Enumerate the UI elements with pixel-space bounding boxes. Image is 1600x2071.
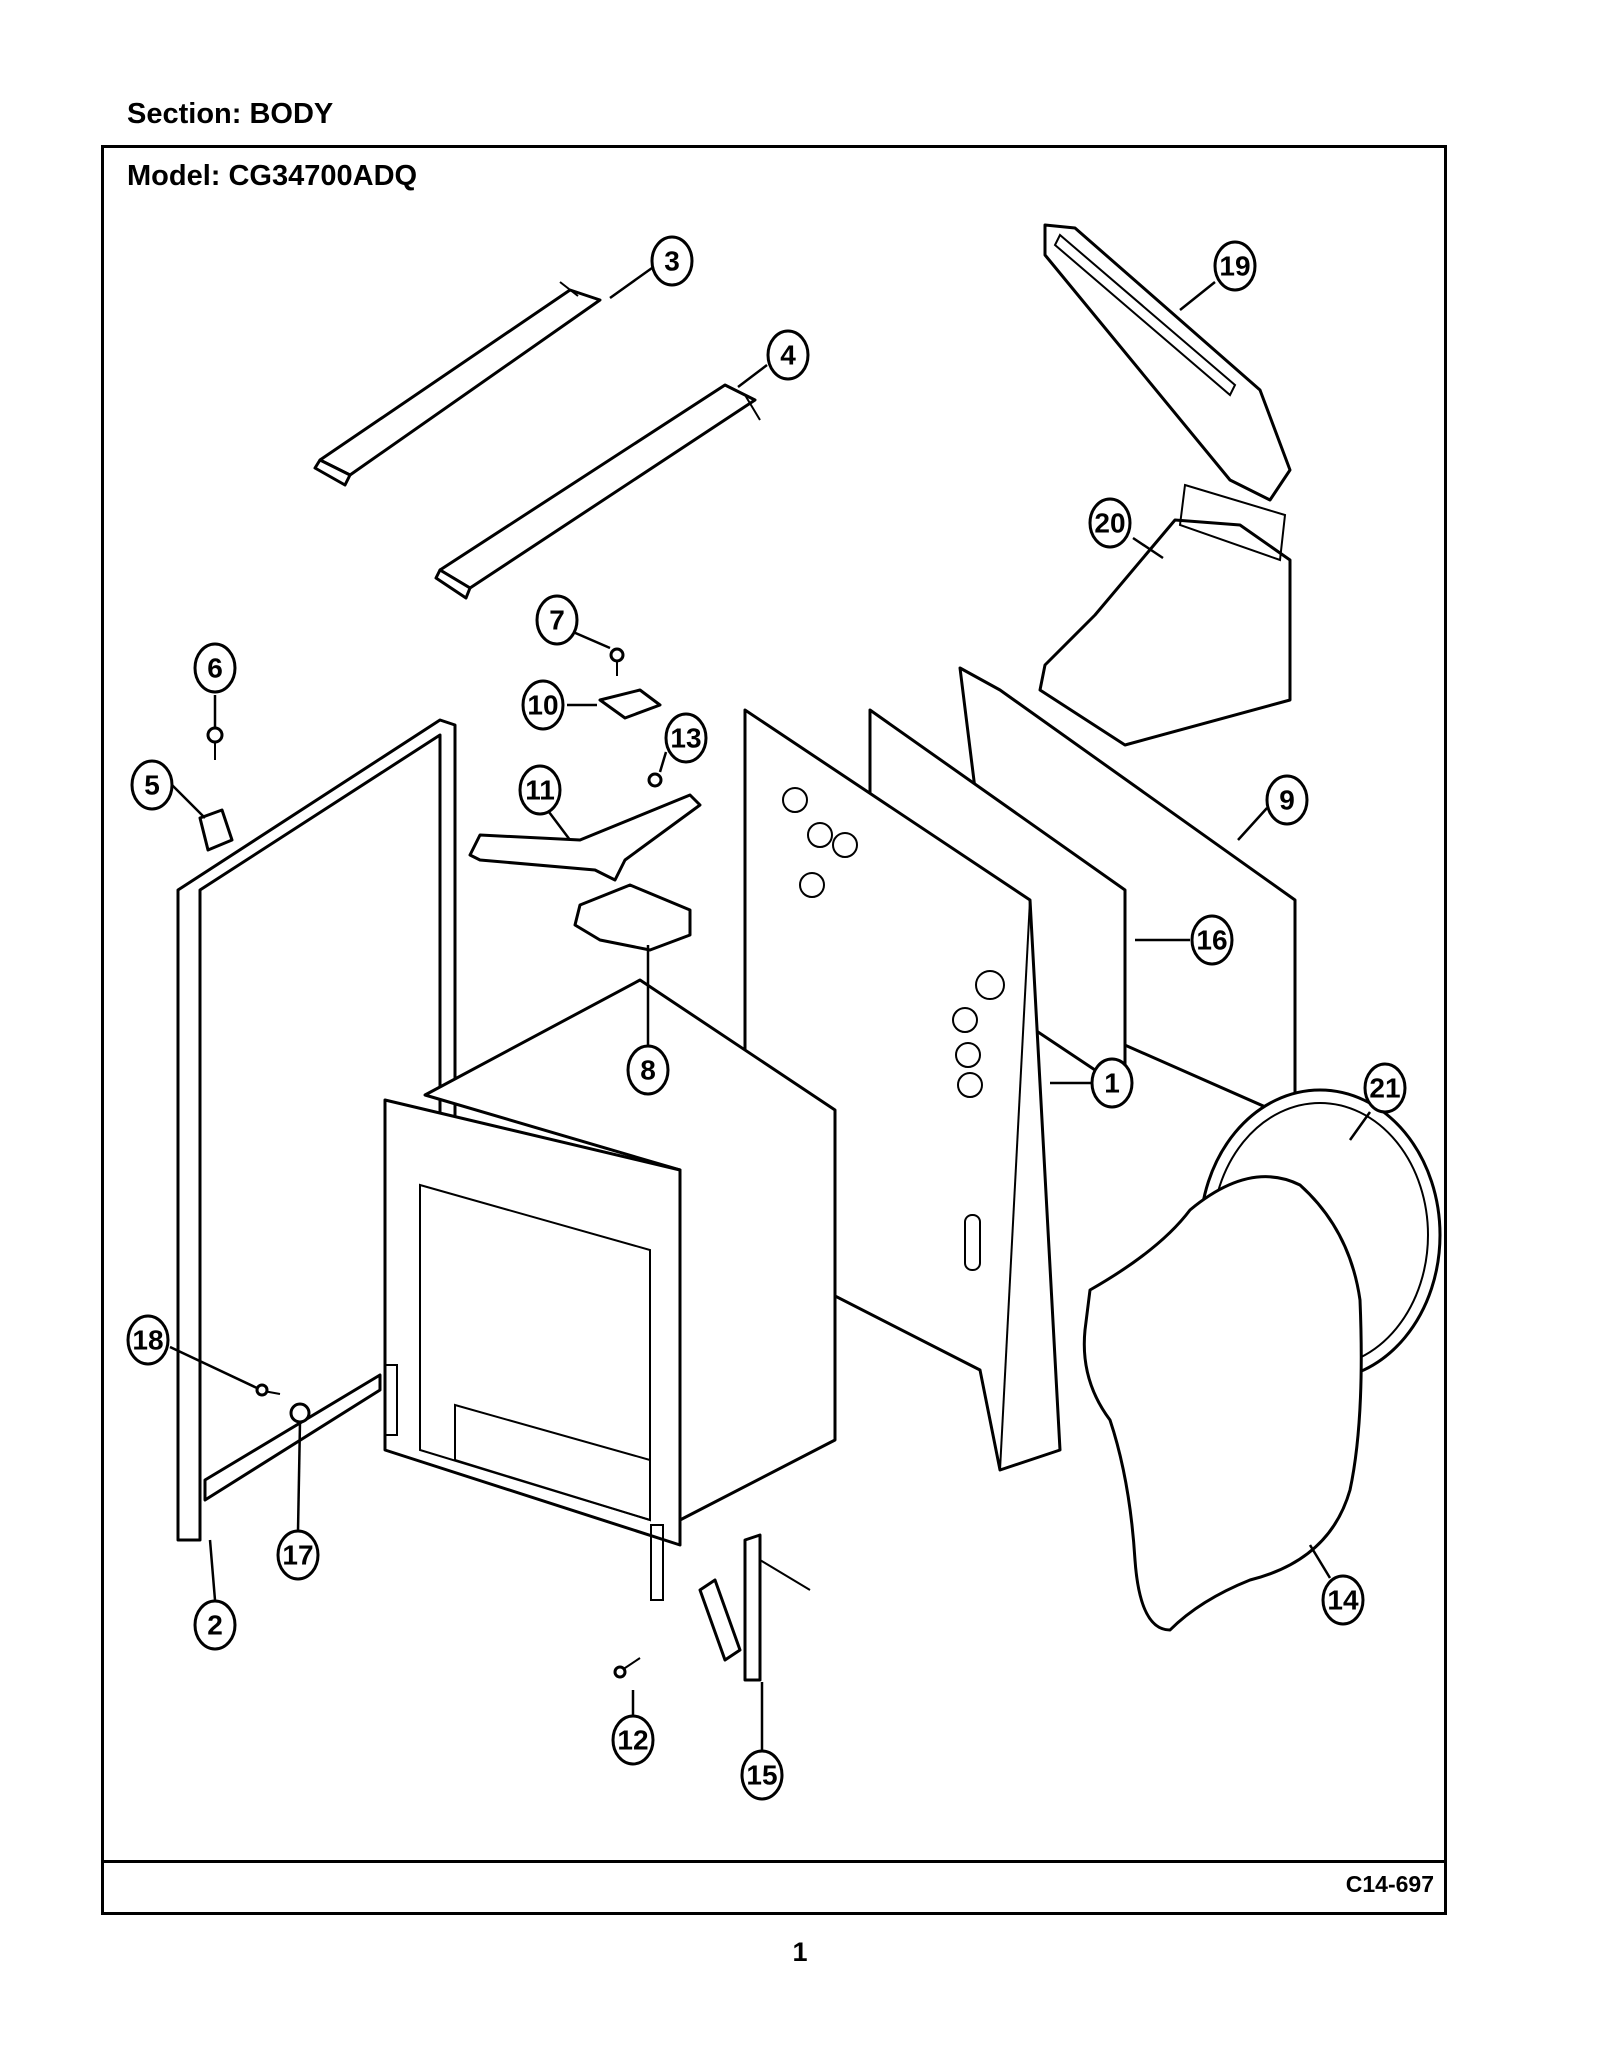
part-12-screw <box>613 1657 641 1679</box>
callout-3: 3 <box>650 235 694 287</box>
svg-text:14: 14 <box>1327 1585 1359 1616</box>
callout-7: 7 <box>535 594 579 646</box>
callout-8: 8 <box>626 1044 670 1096</box>
part-7-screw <box>609 647 625 676</box>
svg-text:6: 6 <box>207 653 223 684</box>
svg-text:12: 12 <box>617 1725 648 1756</box>
callout-21: 21 <box>1363 1062 1407 1114</box>
callout-5: 5 <box>130 759 174 811</box>
part-3-top-rail <box>313 281 602 487</box>
callout-9: 9 <box>1265 774 1309 826</box>
callout-19: 19 <box>1213 240 1257 292</box>
callout-15: 15 <box>740 1749 784 1801</box>
svg-text:5: 5 <box>144 770 160 801</box>
part-19-duct <box>1043 223 1292 502</box>
callout-10: 10 <box>521 679 565 731</box>
svg-text:7: 7 <box>549 605 565 636</box>
section-title: Section: BODY <box>127 98 334 130</box>
part-15-hinge <box>698 1533 811 1682</box>
callout-4: 4 <box>766 329 810 381</box>
svg-text:16: 16 <box>1196 925 1227 956</box>
callout-13: 13 <box>664 712 708 764</box>
svg-text:15: 15 <box>746 1760 777 1791</box>
footer-divider <box>101 1860 1447 1863</box>
diagram-frame <box>101 145 1447 1915</box>
svg-text:19: 19 <box>1219 251 1250 282</box>
part-14-insulation <box>1082 1175 1363 1632</box>
svg-text:2: 2 <box>207 1610 223 1641</box>
svg-text:8: 8 <box>640 1055 656 1086</box>
oven-cavity <box>383 978 837 1601</box>
part-20-duct <box>1038 483 1292 747</box>
part-5-bracket <box>198 808 234 852</box>
callout-6: 6 <box>193 642 237 694</box>
part-17-bumper <box>289 1402 311 1424</box>
svg-text:21: 21 <box>1369 1073 1400 1104</box>
callout-11: 11 <box>518 764 562 816</box>
svg-text:1: 1 <box>1104 1068 1120 1099</box>
part-11-handle <box>468 793 702 882</box>
part-13-screw <box>647 772 663 788</box>
model-title: Model: CG34700ADQ <box>127 160 418 192</box>
svg-text:11: 11 <box>525 775 555 806</box>
callout-18: 18 <box>126 1314 170 1366</box>
svg-text:20: 20 <box>1094 508 1125 539</box>
callout-14: 14 <box>1321 1574 1365 1626</box>
part-10-switch <box>598 688 662 720</box>
svg-text:3: 3 <box>664 246 680 277</box>
part-6-screw <box>206 726 224 760</box>
svg-text:17: 17 <box>282 1540 313 1571</box>
callout-12: 12 <box>611 1714 655 1766</box>
svg-text:18: 18 <box>132 1325 163 1356</box>
callout-2: 2 <box>193 1599 237 1651</box>
callout-17: 17 <box>276 1529 320 1581</box>
part-8-latch <box>573 883 692 952</box>
svg-text:4: 4 <box>780 340 796 371</box>
svg-text:13: 13 <box>670 723 701 754</box>
callout-1: 1 <box>1090 1057 1134 1109</box>
callout-16: 16 <box>1190 914 1234 966</box>
part-18-screw <box>255 1383 281 1397</box>
drawing-code: C14-697 <box>1345 1871 1434 1897</box>
svg-text:9: 9 <box>1279 785 1295 816</box>
callout-20: 20 <box>1088 497 1132 549</box>
leader-lines <box>169 266 1372 1752</box>
page-number: 1 <box>792 1937 808 1967</box>
part-4-top-rail <box>434 383 761 600</box>
svg-text:10: 10 <box>527 690 558 721</box>
